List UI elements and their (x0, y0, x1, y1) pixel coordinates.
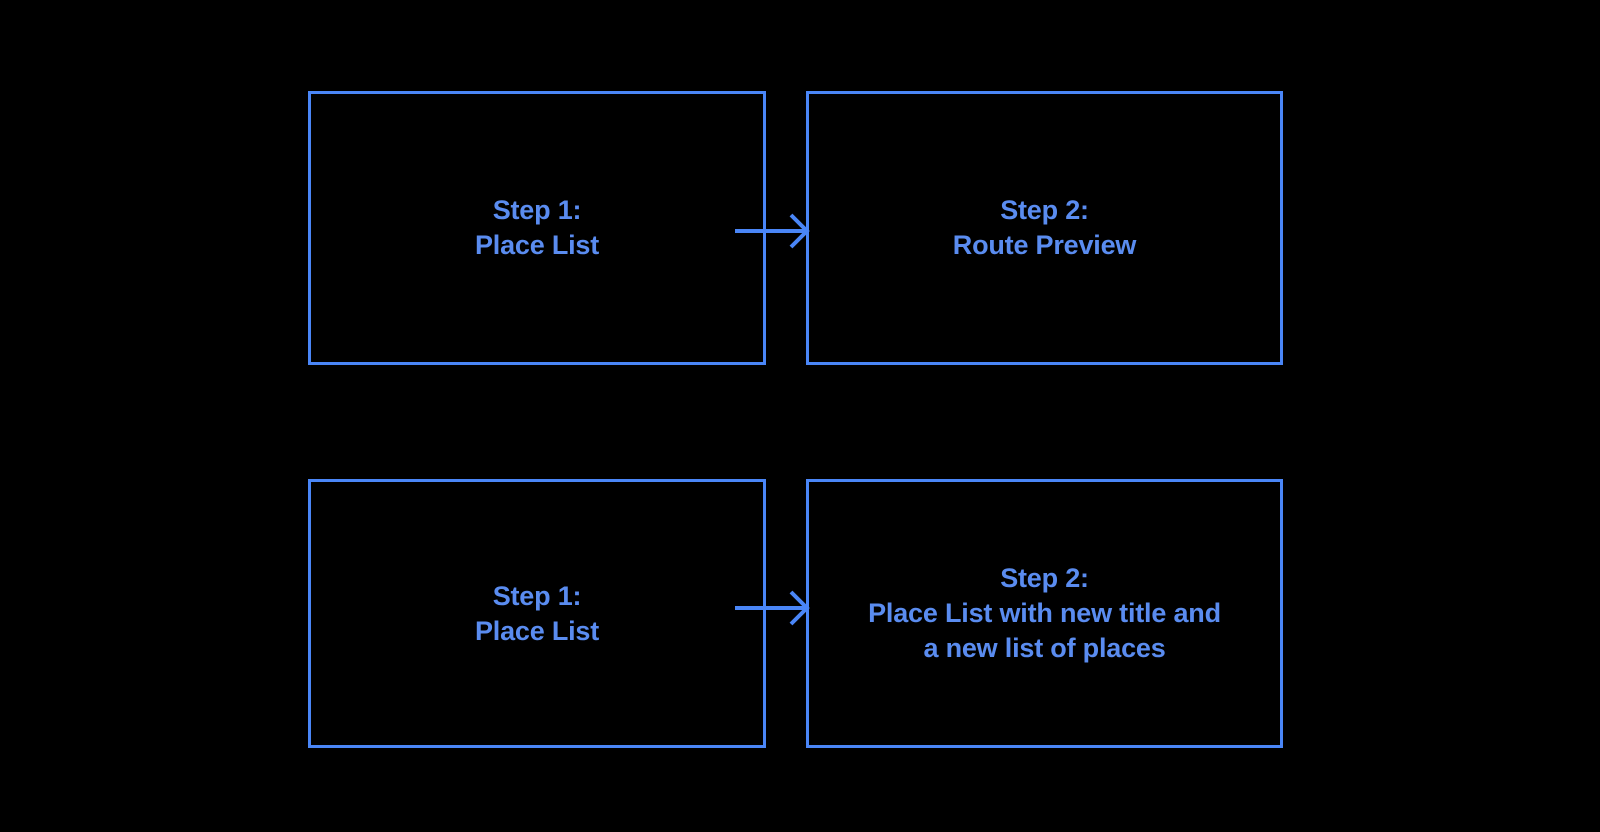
step-box-2-target[interactable]: Step 2: Place List with new title and a … (806, 479, 1283, 748)
flow-row-2: Step 1: Place List Step 2: Place List wi… (0, 479, 1600, 748)
step-box-1-target[interactable]: Step 2: Route Preview (806, 91, 1283, 365)
step-box-label: Step 2: Place List with new title and a … (868, 563, 1221, 663)
step-box-label: Step 2: Route Preview (952, 195, 1137, 260)
step-box-2-source[interactable]: Step 1: Place List (308, 479, 766, 748)
step-box-label: Step 1: Place List (474, 580, 600, 646)
step-box-label: Step 1: Place List (474, 195, 600, 260)
flow-row-1: Step 1: Place List Step 2: Route Preview (0, 91, 1600, 365)
step-box-1-source[interactable]: Step 1: Place List (308, 91, 766, 365)
